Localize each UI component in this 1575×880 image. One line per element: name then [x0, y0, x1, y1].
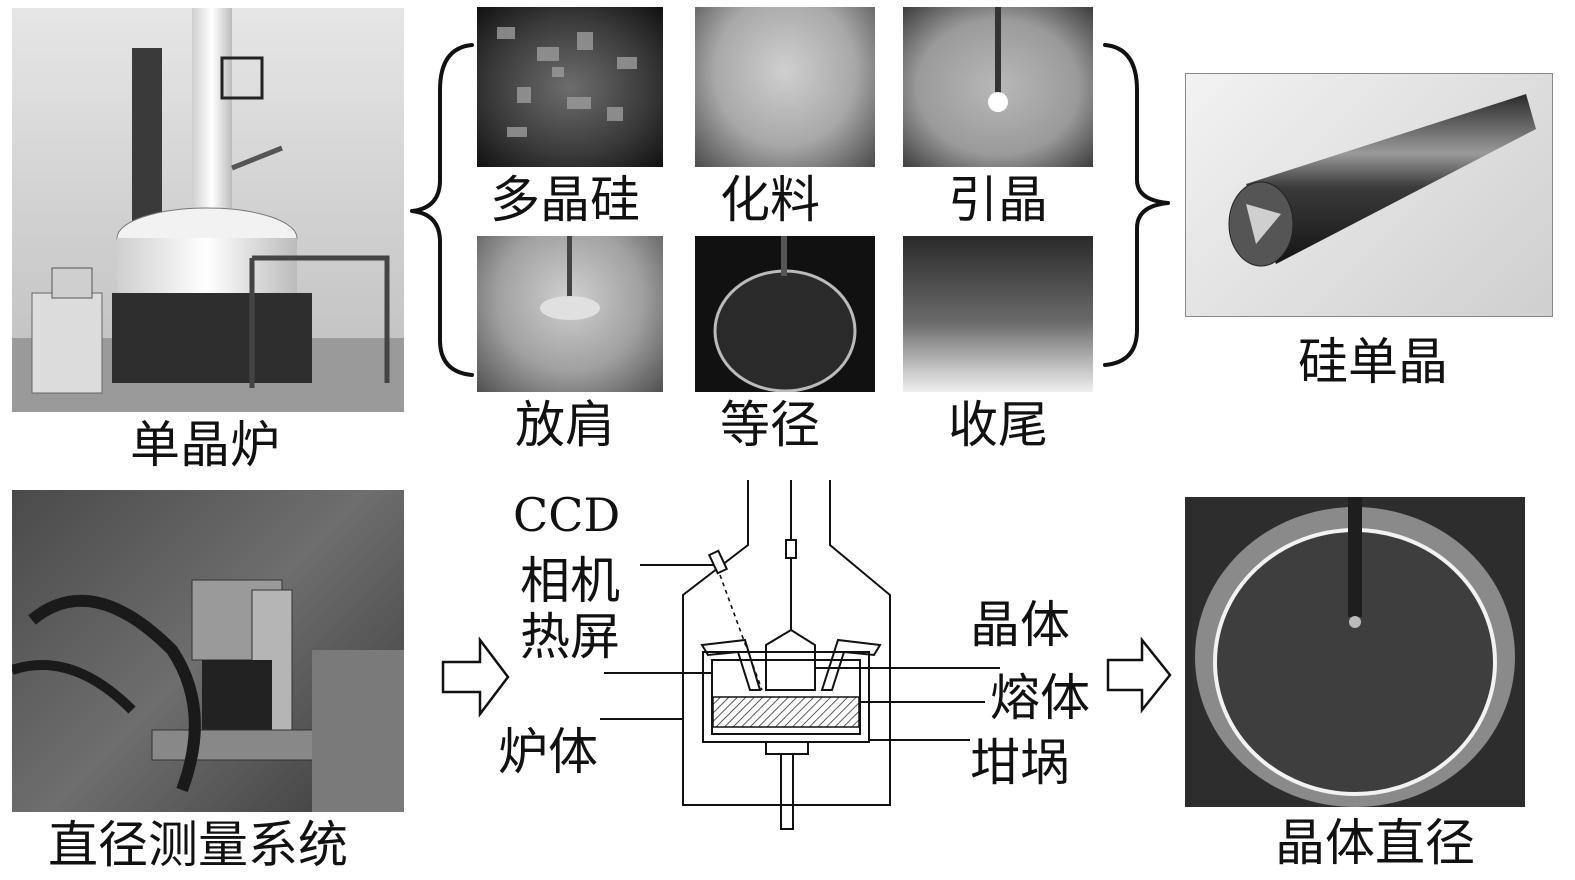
- measurement-photo: [12, 490, 404, 812]
- step-thumbnail-constant-diameter: [695, 236, 875, 392]
- step-label-polysilicon: 多晶硅: [490, 171, 640, 229]
- step-thumbnail-tailing: [903, 236, 1093, 392]
- camera-label: 相机: [520, 552, 620, 610]
- ccd-label: CCD: [513, 488, 621, 542]
- ingot-label: 硅单晶: [1298, 333, 1448, 391]
- furnace-label: 单晶炉: [130, 416, 280, 474]
- arrow-right-icon: [441, 636, 510, 718]
- step-label-tailing: 收尾: [948, 396, 1048, 454]
- step-thumbnail-seeding: [903, 7, 1093, 167]
- melt-label: 熔体: [990, 669, 1090, 727]
- right-brace: [1103, 43, 1170, 367]
- measurement-label: 直径测量系统: [48, 816, 348, 874]
- step-thumbnail-polysilicon: [477, 7, 663, 167]
- arrow-right-icon-2: [1106, 636, 1172, 714]
- furnace-photo: [12, 8, 404, 412]
- step-label-constant-diameter: 等径: [720, 396, 820, 454]
- crucible-label: 坩埚: [970, 734, 1070, 792]
- diameter-photo: [1185, 497, 1525, 807]
- left-brace: [410, 43, 474, 377]
- step-thumbnail-shouldering: [477, 236, 663, 392]
- step-label-seeding: 引晶: [948, 171, 1048, 229]
- crystal-label: 晶体: [970, 596, 1070, 654]
- step-label-melting: 化料: [720, 171, 820, 229]
- heat-shield-label: 热屏: [520, 608, 620, 666]
- furnace-body-label: 炉体: [498, 723, 598, 781]
- diameter-label: 晶体直径: [1275, 814, 1475, 872]
- step-label-shouldering: 放肩: [515, 396, 615, 454]
- ingot-photo: [1185, 73, 1553, 317]
- step-thumbnail-melting: [695, 7, 875, 167]
